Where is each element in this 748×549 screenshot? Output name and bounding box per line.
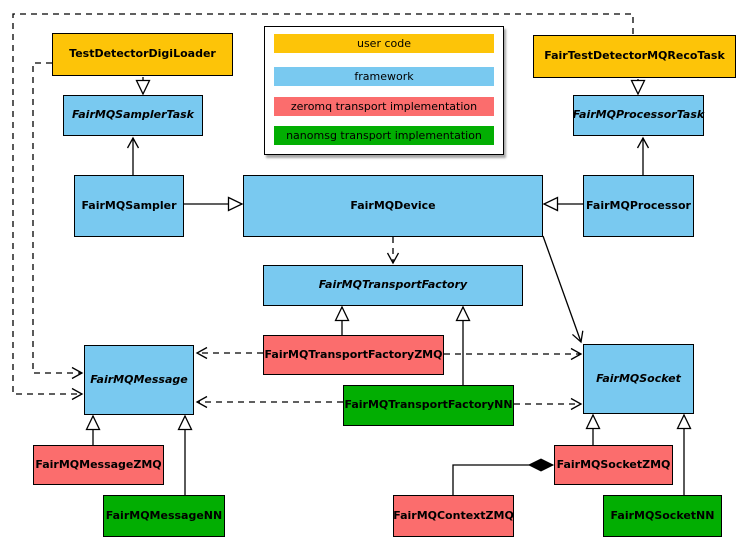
legend-item-nanomsg: nanomsg transport implementation — [274, 126, 494, 145]
class-box-fairmqsampler: FairMQSampler — [74, 175, 184, 237]
class-box-fairmqprocessortask: FairMQProcessorTask — [573, 95, 704, 136]
composition-link-contextzmq-socketzmq — [452, 465, 553, 495]
legend: user code framework zeromq transport imp… — [264, 26, 504, 155]
legend-item-zeromq: zeromq transport implementation — [274, 97, 494, 116]
class-box-fairmqtransportfactoryzmq: FairMQTransportFactoryZMQ — [263, 335, 444, 375]
class-box-fairmqmessage: FairMQMessage — [84, 345, 194, 415]
class-box-fairmqsocketnn: FairMQSocketNN — [603, 495, 722, 537]
class-box-testdetectordigiloader: TestDetectorDigiLoader — [52, 33, 233, 76]
class-box-fairmqdevice: FairMQDevice — [243, 175, 543, 237]
class-box-fairmqmessagenn: FairMQMessageNN — [103, 495, 225, 537]
class-box-fairmqtransportfactory: FairMQTransportFactory — [263, 265, 523, 306]
legend-item-framework: framework — [274, 67, 494, 86]
class-box-fairmqcontextzmq: FairMQContextZMQ — [393, 495, 514, 537]
class-box-fairmqmessagezmq: FairMQMessageZMQ — [33, 445, 164, 485]
legend-item-user-code: user code — [274, 34, 494, 53]
class-box-fairtestdetectormqrecotask: FairTestDetectorMQRecoTask — [533, 35, 736, 78]
class-box-fairmqsamplertask: FairMQSamplerTask — [63, 95, 203, 136]
class-box-fairmqprocessor: FairMQProcessor — [583, 175, 694, 237]
class-box-fairmqsocket: FairMQSocket — [583, 344, 694, 414]
class-box-fairmqsocketzmq: FairMQSocketZMQ — [554, 445, 673, 485]
class-box-fairmqtransportfactorynn: FairMQTransportFactoryNN — [343, 385, 514, 426]
association-arrow-device-socket — [542, 235, 584, 344]
